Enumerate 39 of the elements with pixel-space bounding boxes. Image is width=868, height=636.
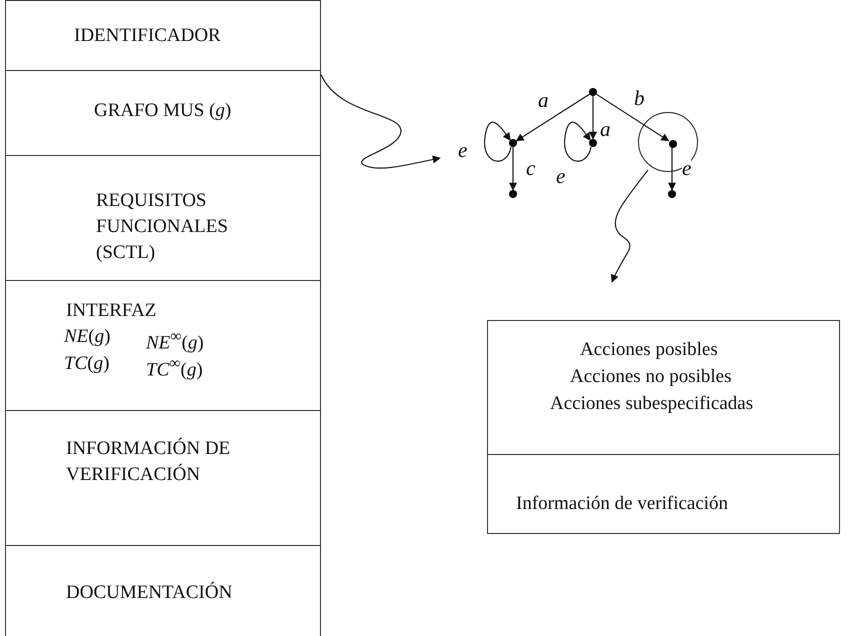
record-section xyxy=(5,70,321,155)
list-item-text: Acciones subespecificadas xyxy=(550,392,754,416)
self-loop-arrow xyxy=(564,122,592,162)
edge-label: b xyxy=(634,88,644,108)
wavy-arrow xyxy=(611,170,648,283)
arrow xyxy=(516,94,590,142)
arrow xyxy=(509,147,517,191)
wavy-arrow xyxy=(320,74,441,169)
edge-label: e xyxy=(682,158,692,178)
graph-node-dot xyxy=(669,140,677,148)
record-section xyxy=(5,410,321,545)
section-label: Información de verificación xyxy=(516,492,728,516)
record-section xyxy=(487,455,840,534)
section-label: REQUISITOS FUNCIONALES (SCTL) xyxy=(96,189,229,265)
graph-node-dot xyxy=(509,139,517,147)
formula-text: TC$^{∞}$(g) xyxy=(146,354,203,382)
record-section xyxy=(5,280,321,410)
section-label: GRAFO MUS (g) xyxy=(94,99,232,123)
record-section xyxy=(487,320,840,455)
arrow xyxy=(668,147,676,191)
section-label: IDENTIFICADOR xyxy=(74,24,221,48)
self-loop-arrow xyxy=(484,122,512,162)
graph-node-dot xyxy=(589,139,597,147)
list-item-text: Acciones posibles xyxy=(580,338,718,362)
list-item-text: Acciones no posibles xyxy=(570,365,732,389)
record-section xyxy=(5,0,321,70)
record-section xyxy=(5,155,321,280)
arrow xyxy=(589,96,597,140)
graph-node-dot xyxy=(668,190,676,198)
graph-node-dot xyxy=(589,88,597,96)
section-label: INTERFAZ xyxy=(66,299,156,323)
arrow xyxy=(596,94,670,142)
graph-node-dot xyxy=(509,190,517,198)
formula-text: TC(g) xyxy=(64,352,110,376)
formula-text: NE(g) xyxy=(64,325,110,349)
section-label: INFORMACIÓN DE VERIFICACIÓN xyxy=(66,436,232,487)
section-label: DOCUMENTACIÓN xyxy=(66,580,232,605)
record-section xyxy=(5,545,321,636)
formula-text: NE$^{∞}$(g) xyxy=(146,327,204,356)
